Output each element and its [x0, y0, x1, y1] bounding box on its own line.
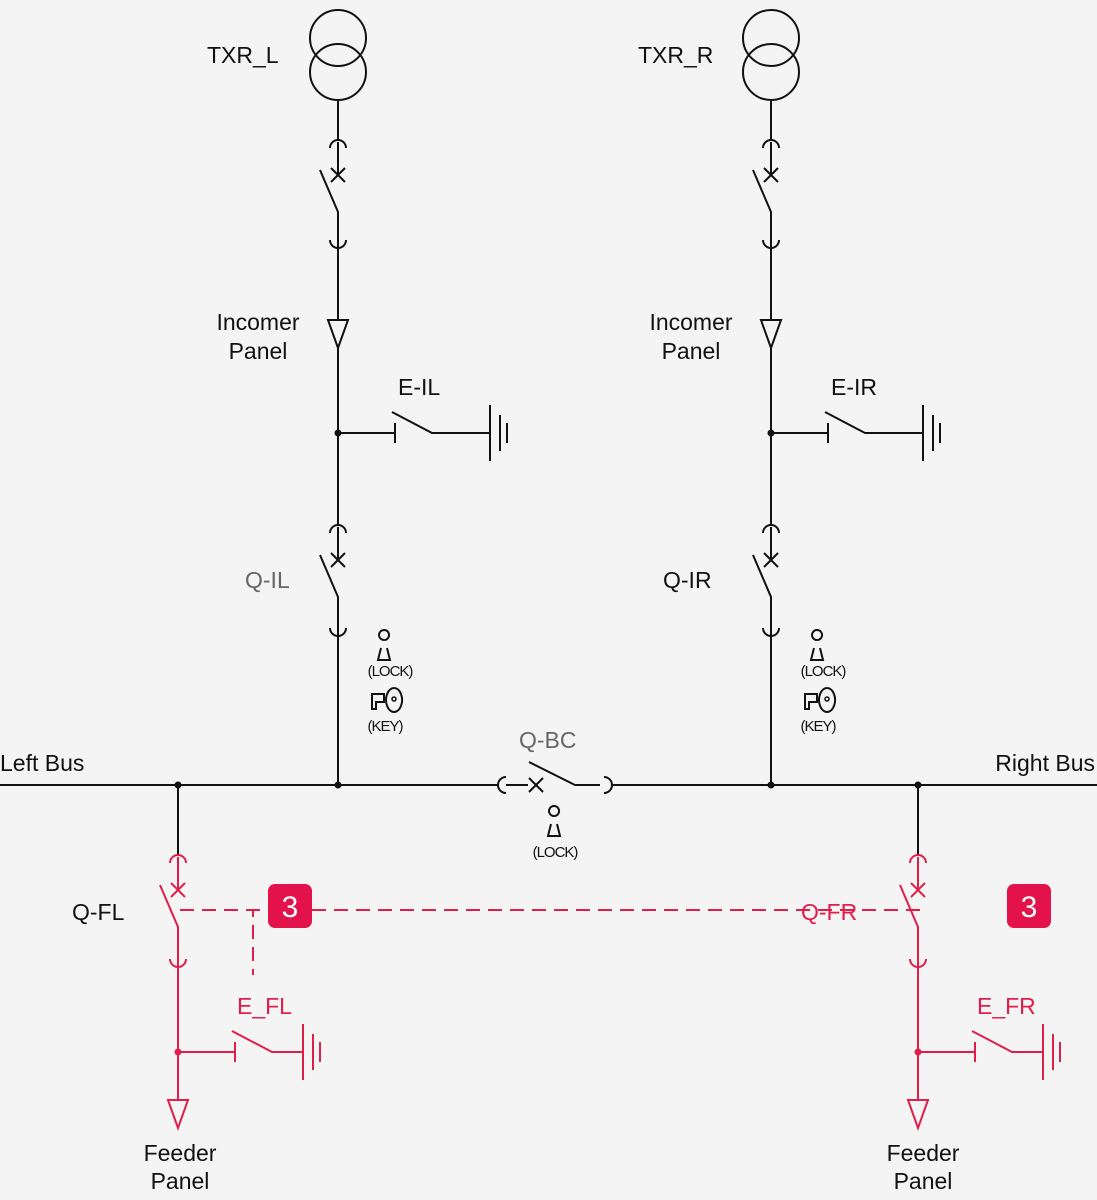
feeder-r-label-2: Panel: [894, 1168, 953, 1194]
disconnect-arc: [169, 854, 187, 864]
q-ir-label: Q-IR: [663, 567, 712, 593]
earth-switch-contact: [338, 423, 396, 443]
right-bus-label: Right Bus: [995, 750, 1095, 776]
earth-switch-contact: [178, 1042, 236, 1062]
panel-arrow-icon: [759, 319, 783, 351]
step-badge-number: 3: [1021, 891, 1038, 924]
key-label: (KEY): [367, 718, 403, 735]
disconnect-arc: [329, 524, 347, 534]
breaker-x-icon: [330, 167, 346, 183]
transformer-icon: [742, 43, 800, 101]
breaker-x-icon: [763, 167, 779, 183]
lock-label: (LOCK): [368, 663, 414, 680]
disconnect-arc: [329, 139, 347, 149]
step-badge: [268, 884, 312, 928]
lock-label: (LOCK): [801, 663, 847, 680]
disconnect-arc: [603, 776, 613, 794]
ground-icon: [489, 405, 508, 461]
earth-switch-blade: [824, 411, 923, 434]
ground-icon: [922, 405, 941, 461]
disconnect-arc: [497, 776, 507, 794]
ground-icon: [302, 1024, 321, 1080]
breaker-blade: [899, 884, 919, 965]
earth-switch-contact: [918, 1042, 976, 1062]
key-label: (KEY): [800, 718, 836, 735]
q-fr-label: Q-FR: [801, 899, 857, 925]
incomer-r-label: Incomer: [649, 309, 732, 335]
e-ir-label: E-IR: [831, 374, 877, 400]
key-icon: [371, 687, 404, 713]
e-fl-label: E_FL: [237, 993, 292, 1019]
interlock-dashed-line: [252, 909, 920, 975]
breaker-x-icon: [170, 882, 186, 898]
ground-icon: [1042, 1024, 1061, 1080]
q-bc-label: Q-BC: [519, 727, 577, 753]
lock-label: (LOCK): [533, 844, 579, 861]
earth-switch-contact: [771, 423, 829, 443]
step-badge: [1007, 884, 1051, 928]
transformer-icon: [742, 9, 800, 67]
interlock-dashed-line: [180, 909, 254, 975]
feeder-l-label-2: Panel: [151, 1168, 210, 1194]
panel-arrow-icon: [906, 1099, 930, 1131]
breaker-blade: [319, 169, 339, 246]
incomer-r-label-2: Panel: [662, 338, 721, 364]
key-icon-hole: [391, 696, 397, 702]
incomer-l-label-2: Panel: [229, 338, 288, 364]
txr-l-label: TXR_L: [207, 42, 279, 68]
incomer-l-label: Incomer: [216, 309, 299, 335]
breaker-blade: [319, 554, 339, 634]
panel-arrow-icon: [326, 319, 350, 351]
step-badge-number: 3: [282, 891, 299, 924]
feeder-r-label: Feeder: [887, 1140, 960, 1166]
feeder-l-label: Feeder: [144, 1140, 217, 1166]
txr-r-label: TXR_R: [638, 42, 713, 68]
left-bus-label: Left Bus: [0, 750, 84, 776]
bus-coupler-blade: [528, 761, 600, 786]
disconnect-arc: [762, 139, 780, 149]
e-il-label: E-IL: [398, 374, 440, 400]
disconnect-arc: [909, 854, 927, 864]
earth-switch-blade: [391, 411, 490, 434]
breaker-blade: [159, 884, 179, 965]
lock-icon: [376, 629, 392, 661]
breaker-blade: [752, 554, 772, 634]
earth-switch-blade: [231, 1030, 303, 1053]
earth-switch-blade: [971, 1030, 1043, 1053]
breaker-x-icon: [763, 552, 779, 568]
breaker-x-icon: [910, 882, 926, 898]
disconnect-arc: [762, 524, 780, 534]
lock-icon: [809, 629, 825, 661]
e-fr-label: E_FR: [977, 993, 1036, 1019]
breaker-blade: [752, 169, 772, 246]
key-icon-hole: [824, 696, 830, 702]
q-il-label: Q-IL: [245, 567, 290, 593]
transformer-icon: [309, 43, 367, 101]
lock-icon: [546, 805, 562, 837]
breaker-x-icon: [330, 552, 346, 568]
transformer-icon: [309, 9, 367, 67]
q-fl-label: Q-FL: [72, 899, 125, 925]
panel-arrow-icon: [166, 1099, 190, 1131]
key-icon: [804, 687, 837, 713]
breaker-x-icon: [528, 777, 544, 793]
